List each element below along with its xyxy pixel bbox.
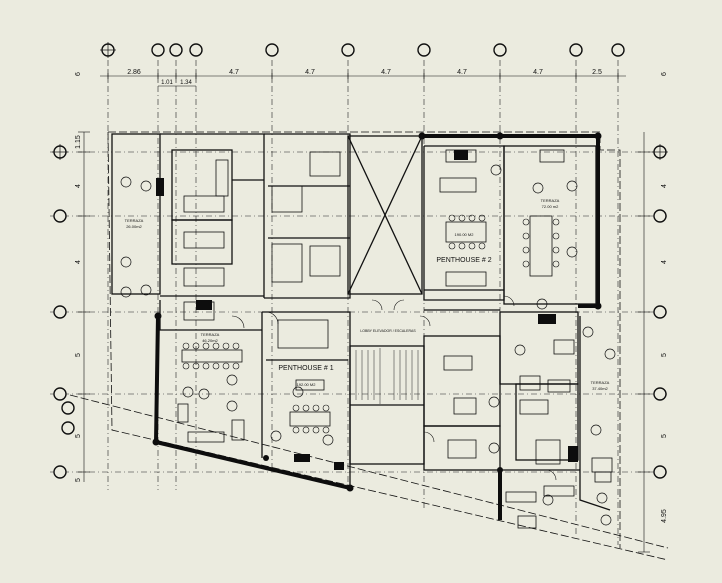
penthouse-2-label: PENTHOUSE # 2 xyxy=(436,257,491,264)
dim-top-7: 4.7 xyxy=(457,69,467,76)
door-swings xyxy=(231,295,557,481)
terraza-nw-label: TERRAZA xyxy=(125,218,144,223)
penthouse-1-area: 192.00 M2 xyxy=(297,382,317,387)
dim-left-1: 1.15 xyxy=(75,135,82,149)
furniture xyxy=(181,149,612,529)
dim-top-8: 4.7 xyxy=(533,69,543,76)
penthouse-1-label: PENTHOUSE # 1 xyxy=(278,365,333,372)
dim-left-3: 4 xyxy=(75,260,82,264)
grid-bubble-top xyxy=(101,43,625,57)
penthouse-2-area: 190.00 M2 xyxy=(455,232,475,237)
dimension-line-right xyxy=(638,132,650,553)
stair-hatch xyxy=(355,348,419,404)
dim-left-2: 4 xyxy=(75,184,82,188)
terraza-se-label: TERRAZA xyxy=(591,380,610,385)
dim-top-5: 4.7 xyxy=(305,69,315,76)
terraza-se-area: 37.40m2 xyxy=(592,386,608,391)
dim-corner-top-right: 6 xyxy=(661,72,668,76)
dim-top-4: 4.7 xyxy=(229,69,239,76)
dim-corner-top-left: 6 xyxy=(75,72,82,76)
dim-right-4: 5 xyxy=(661,434,668,438)
dim-right-5: 4.95 xyxy=(661,509,668,523)
dim-top-3: 1.34 xyxy=(180,80,192,86)
dim-right-2: 4 xyxy=(661,260,668,264)
dim-top-1: 2.86 xyxy=(127,69,141,76)
grid-lines-horizontal xyxy=(50,151,668,473)
terraza-w-area: 46.20m2 xyxy=(202,338,218,343)
dim-right-3: 5 xyxy=(661,353,668,357)
dim-top-2: 1.01 xyxy=(161,80,173,86)
dim-top-6: 4.7 xyxy=(381,69,391,76)
room-labels: TERRAZA 26.00m2 TERRAZA 46.20m2 TERRAZA … xyxy=(125,198,610,391)
sofas xyxy=(177,375,613,473)
dim-top-9: 2.5 xyxy=(592,69,602,76)
dim-right-1: 4 xyxy=(661,184,668,188)
terrace-lounge-chairs xyxy=(120,164,616,526)
terraza-w-label: TERRAZA xyxy=(201,332,220,337)
solid-blocks xyxy=(156,150,578,470)
terraza-ne-label: TERRAZA xyxy=(541,198,560,203)
dim-left-6: 5 xyxy=(75,478,82,482)
dimension-line-left xyxy=(78,131,90,482)
chairs xyxy=(182,214,560,434)
terraza-ne-area: 72.00 m2 xyxy=(542,204,559,209)
dim-left-4: 5 xyxy=(75,353,82,357)
dim-left-5: 5 xyxy=(75,434,82,438)
lobby-label: LOBBY ELEVADOR / ESCALERAS xyxy=(360,329,416,333)
dimension-line-top xyxy=(100,70,626,87)
terraza-nw-area: 26.00m2 xyxy=(126,224,142,229)
interior-walls xyxy=(111,133,611,511)
